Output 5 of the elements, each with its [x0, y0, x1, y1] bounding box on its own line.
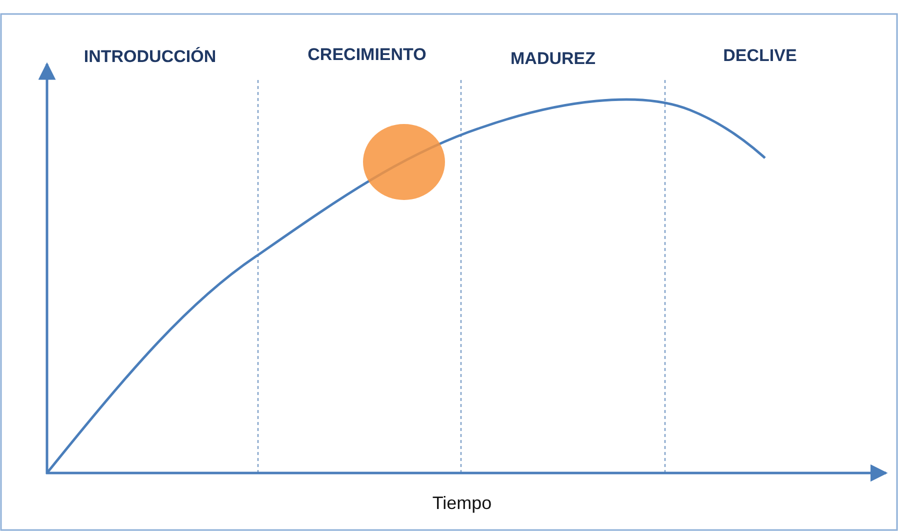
stage-label: DECLIVE [723, 46, 797, 66]
stage-label: INTRODUCCIÓN [84, 47, 216, 67]
stage-label: CRECIMIENTO [308, 45, 426, 65]
stage-label: MADUREZ [510, 49, 596, 69]
axis-title: Tiempo [432, 493, 492, 514]
